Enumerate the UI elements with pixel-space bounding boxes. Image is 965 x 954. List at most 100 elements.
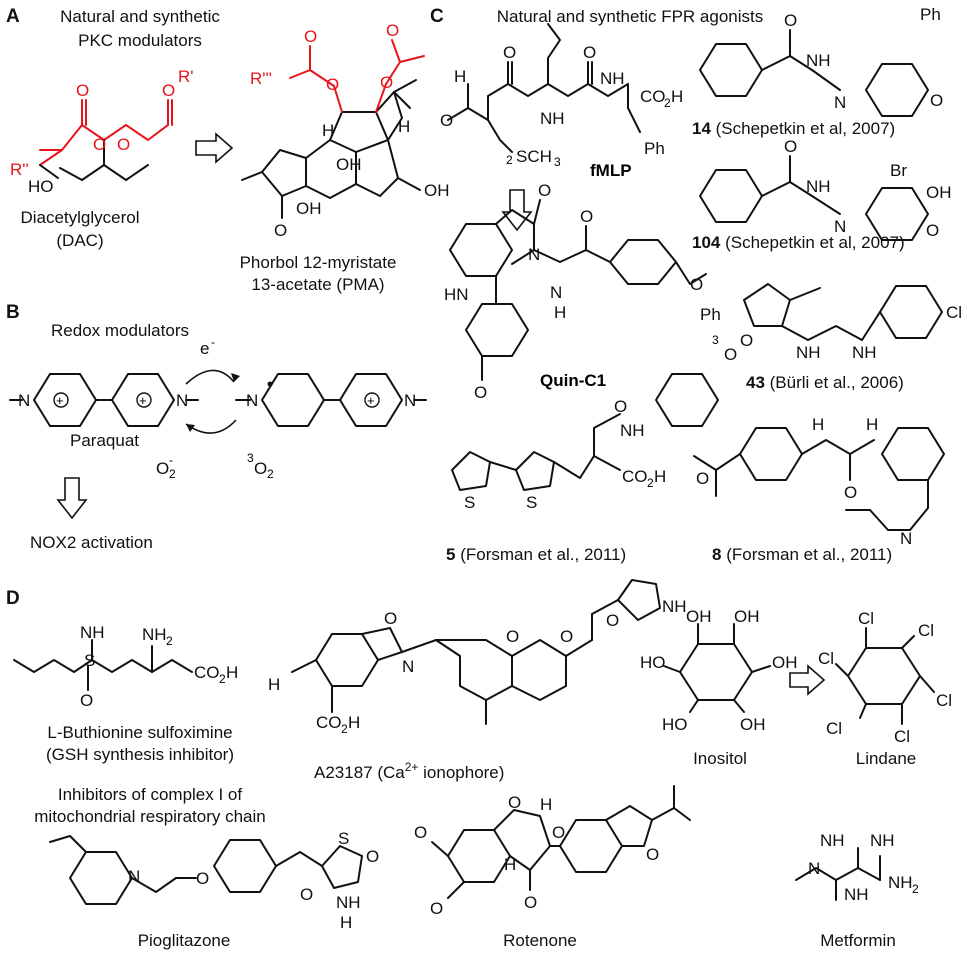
lindane-cl4: Cl	[818, 649, 834, 668]
fmlp-sch3: SCH	[516, 147, 552, 166]
c104-o-ether: O	[926, 221, 939, 240]
pma-h-2: H	[398, 117, 410, 136]
fmlp-o1: O	[503, 43, 516, 62]
a23-nh: H	[268, 675, 280, 694]
fmlp-co2h-sub: 2	[664, 96, 671, 110]
pma-oh-2: OH	[336, 155, 362, 174]
compound-14-structure: O NH N Ph O	[699, 5, 943, 117]
bso-nh2: NH	[142, 625, 167, 644]
quin-n: N	[528, 245, 540, 264]
c8-n: N	[900, 529, 912, 548]
met-n1: N	[808, 859, 820, 878]
pio-nh: NH	[336, 893, 361, 912]
dac-r2-label: R''	[10, 160, 29, 179]
pma-ester-carbonyl-o2: O	[386, 21, 399, 40]
quin-label: Quin-C1	[540, 371, 606, 390]
rotenone-label: Rotenone	[503, 931, 577, 950]
c8-nh1: H	[812, 415, 824, 434]
pma-r3-label: R'''	[250, 69, 272, 88]
c43-nh2: NH	[852, 343, 877, 362]
c104-label: 104 (Schepetkin et al, 2007)	[692, 233, 905, 252]
a23187-prefix: A23187 (Ca	[314, 763, 405, 782]
a23-o-ring1: O	[506, 627, 519, 646]
a23-co2h: CO	[316, 713, 342, 732]
panel-a-arrow	[195, 132, 234, 164]
fmlp-label: fMLP	[590, 161, 632, 180]
paraquat-label: Paraquat	[70, 431, 139, 450]
inositol-oh3: OH	[772, 653, 798, 672]
panel-a-letter: A	[6, 6, 20, 27]
c43-reference: (Bürli et al., 2006)	[765, 373, 904, 392]
inositol-ho1: HO	[640, 653, 666, 672]
pma-h-1: H	[322, 121, 334, 140]
panel-d-arrow	[789, 664, 826, 696]
paraquat-charge1: +	[56, 393, 64, 408]
quin-o2: O	[580, 207, 593, 226]
rot-h2: H	[504, 855, 516, 874]
panel-a-title-line2: PKC modulators	[78, 31, 202, 50]
bso-nh: NH	[80, 623, 105, 642]
bso-name-line1: L-Buthionine sulfoximine	[47, 723, 232, 742]
fmlp-n-formyl: H	[454, 67, 466, 86]
dac-name-line2: (DAC)	[56, 231, 103, 250]
electron-charge: -	[211, 335, 215, 349]
rot-o-ketone: O	[524, 893, 537, 912]
quin-c1-structure: O O HN N N H O 3 O	[444, 181, 719, 402]
compound-104-structure: O NH N Br OH O	[699, 137, 952, 241]
inositol-oh1: OH	[686, 607, 712, 626]
pioglitazone-structure: N O S O O NH H	[49, 829, 379, 932]
paraquat-charge2: +	[139, 393, 147, 408]
metformin-structure: N NH NH NH NH 2	[795, 831, 919, 904]
pma-oh-3: OH	[424, 181, 450, 200]
dac-ester-o1: O	[93, 135, 106, 154]
quin-hn: HN	[444, 285, 469, 304]
fmlp-o-formyl: O	[440, 111, 453, 130]
inositol-ho2: HO	[662, 715, 688, 734]
inositol-oh2: OH	[734, 607, 760, 626]
radical-n1: N	[246, 391, 258, 410]
panel-b: B Redox modulators N N + + Paraquat N N	[6, 302, 427, 552]
rotenone-structure: O H O H O O O O	[414, 785, 691, 918]
a23187-label: A23187 (Ca2+ ionophore)	[314, 760, 504, 782]
c14-o-ether: O	[930, 91, 943, 110]
c43-nh1: NH	[796, 343, 821, 362]
c104-n: N	[834, 217, 846, 236]
pma-name-line2: 13-acetate (PMA)	[251, 275, 384, 294]
compound-8-structure: O H H O N	[693, 415, 945, 548]
quin-o-ether: O	[690, 275, 703, 294]
rot-o-bridge: O	[552, 823, 565, 842]
a23-o-oxazole: O	[384, 609, 397, 628]
c5-label: 5 (Forsman et al., 2011)	[446, 545, 626, 564]
paraquat-n2: N	[176, 391, 188, 410]
quin-sub3: 3	[712, 333, 719, 347]
fmlp-nh1: NH	[540, 109, 565, 128]
quin-nh: N	[550, 283, 562, 302]
paraquat-structure: N N + +	[9, 373, 199, 427]
c5-s2: S	[526, 493, 537, 512]
pma-name-line1: Phorbol 12-myristate	[240, 253, 397, 272]
fmlp-sub2: 2	[506, 153, 513, 167]
quin-h: H	[554, 303, 566, 322]
rot-h1: H	[540, 795, 552, 814]
c14-number: 14	[692, 119, 711, 138]
pio-n: N	[128, 867, 140, 886]
bso-o: O	[80, 691, 93, 710]
dac-name-line1: Diacetylglycerol	[20, 208, 139, 227]
c5-number: 5	[446, 545, 455, 564]
a23-n-oxazole: N	[402, 657, 414, 676]
inositol-label: Inositol	[693, 749, 747, 768]
bso-co2h-sub: 2	[219, 672, 226, 686]
lindane-cl2: Cl	[918, 621, 934, 640]
c104-reference: (Schepetkin et al, 2007)	[720, 233, 904, 252]
c14-n: N	[834, 93, 846, 112]
c5-co2h: CO	[622, 467, 648, 486]
c8-o: O	[844, 483, 857, 502]
fmlp-co2h-h: H	[671, 87, 683, 106]
compound-43-structure: Ph O NH NH Cl	[700, 283, 962, 362]
c14-ph: Ph	[920, 5, 941, 24]
c5-co2h-sub: 2	[647, 476, 654, 490]
panel-a-title-line1: Natural and synthetic	[60, 7, 220, 26]
a23187-sup: 2+	[405, 760, 419, 774]
inositol-oh4: OH	[740, 715, 766, 734]
paraquat-radical-structure: N N +	[235, 373, 427, 427]
